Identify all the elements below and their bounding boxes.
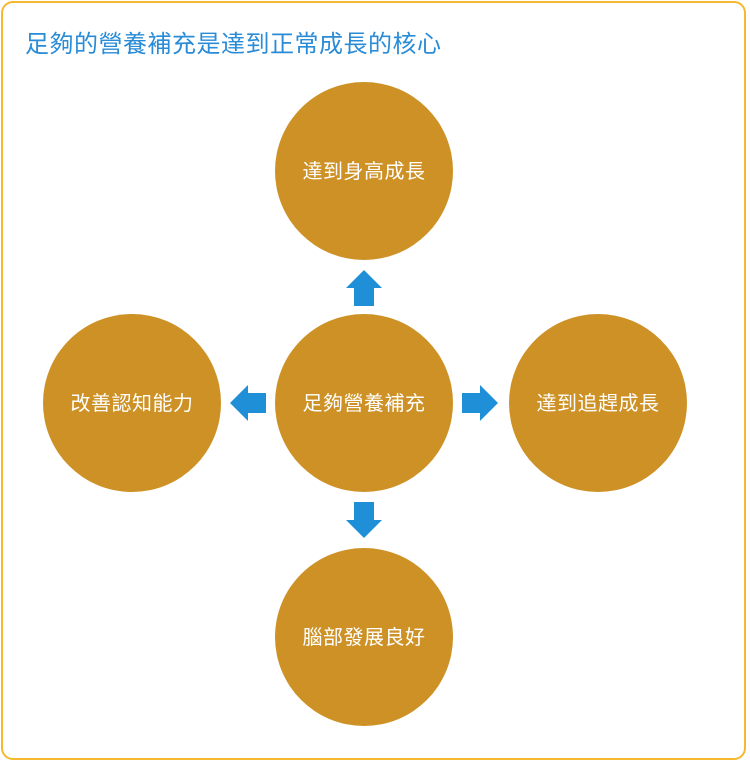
node-catch-up-growth-label: 達到追趕成長	[536, 391, 660, 415]
diagram-title: 足夠的營養補充是達到正常成長的核心	[25, 30, 442, 58]
arrow-down-icon	[342, 498, 386, 542]
node-height-growth-label: 達到身高成長	[302, 159, 426, 183]
node-brain-development: 腦部發展良好	[275, 548, 453, 726]
node-sufficient-nutrition: 足夠營養補充	[275, 314, 453, 492]
node-sufficient-nutrition-label: 足夠營養補充	[302, 391, 426, 415]
arrow-up-icon	[342, 266, 386, 310]
node-height-growth: 達到身高成長	[275, 82, 453, 260]
node-cognitive-ability: 改善認知能力	[43, 314, 221, 492]
node-cognitive-ability-label: 改善認知能力	[70, 391, 194, 415]
arrow-left-icon	[226, 381, 270, 425]
arrow-right-icon	[458, 381, 502, 425]
node-catch-up-growth: 達到追趕成長	[509, 314, 687, 492]
node-brain-development-label: 腦部發展良好	[302, 625, 426, 649]
